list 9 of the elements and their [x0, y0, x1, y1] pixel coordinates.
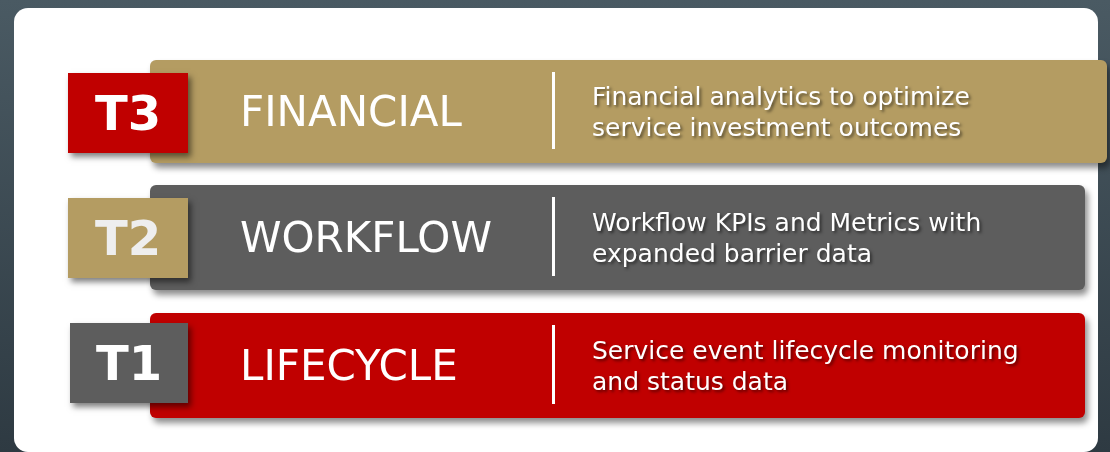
tier-title: LIFECYCLE [240, 340, 458, 392]
tier-badge: T3 [68, 73, 188, 153]
tier-description: Workflow KPIs and Metrics with expanded barrier data [592, 206, 983, 269]
tier-title: WORKFLOW [240, 212, 492, 264]
tier-title: FINANCIAL [240, 86, 462, 138]
tier-badge: T2 [68, 198, 188, 278]
tier-description: Service event lifecycle monitoring and status data [592, 334, 1020, 397]
tier-badge: T1 [70, 323, 188, 403]
tier-description: Financial analytics to optimize service investment outcomes [592, 80, 971, 143]
